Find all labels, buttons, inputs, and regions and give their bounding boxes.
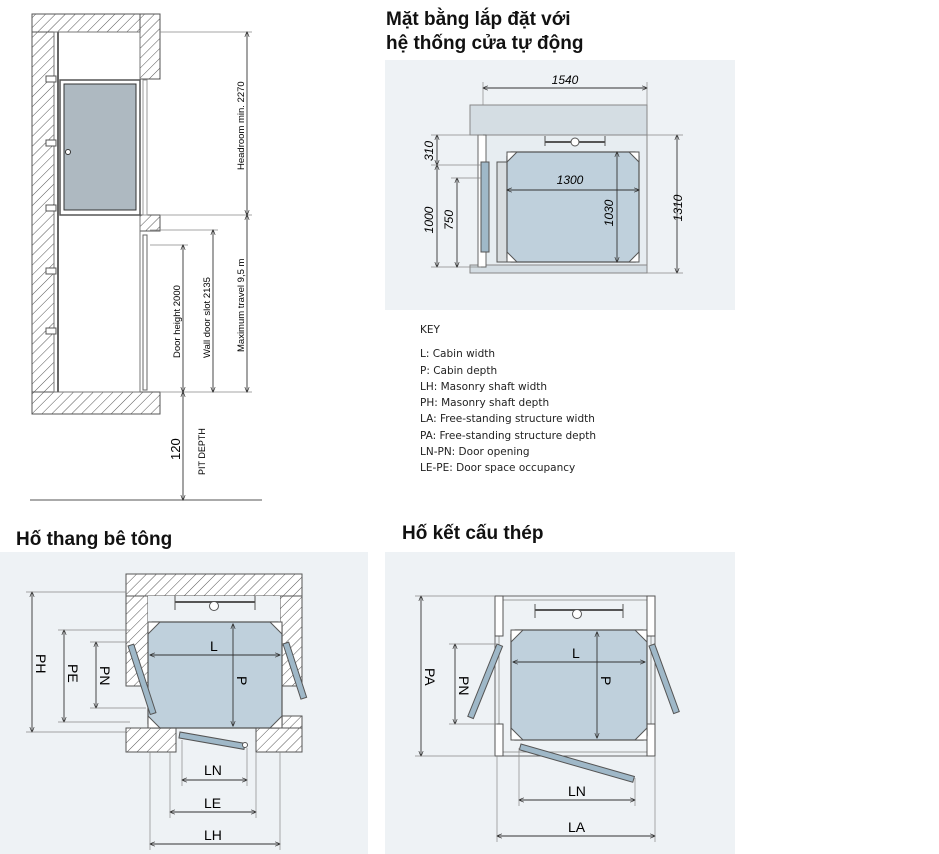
plan-cabin: [506, 151, 640, 263]
left-shaft-wall: [31, 13, 55, 415]
steel-shaft-heading: Hố kết cấu thép: [402, 523, 544, 544]
plan-cabin-depth: 1030: [602, 199, 616, 226]
key-item: LN-PN: Door opening: [420, 446, 530, 459]
door-height-label: Door height 2000: [172, 285, 183, 358]
steel-shaft-diagram: L P PA PN LN LA: [385, 552, 735, 854]
steel-right-door: [648, 643, 680, 715]
key-item: PH: Masonry shaft depth: [420, 397, 550, 410]
key-item: LE-PE: Door space occupancy: [420, 462, 576, 475]
pit-depth-label: PIT DEPTH: [197, 428, 207, 475]
plan-cabin-width: 1300: [557, 173, 584, 187]
concrete-LH-label: LH: [204, 827, 222, 843]
steel-LA-label: LA: [568, 819, 586, 835]
pit-value-label: 120: [168, 438, 183, 460]
steel-PA-label: PA: [422, 668, 438, 686]
maximum-travel-label: Maximum travel 9,5 m: [236, 258, 247, 352]
concrete-PE-label: PE: [65, 664, 81, 683]
concrete-LE-label: LE: [204, 795, 221, 811]
steel-front-door: [518, 743, 636, 783]
automatic-door-plan-heading: Mặt bằng lắp đặt với hệ thống cửa tự độn…: [386, 8, 583, 56]
key-item: L: Cabin width: [420, 348, 496, 361]
concrete-shaft-diagram: L P PH PE PN LN LE LH: [0, 552, 368, 854]
steel-LN-label: LN: [568, 783, 586, 799]
key-item: LH: Masonry shaft width: [420, 380, 547, 393]
right-upper-wall: [139, 13, 161, 80]
concrete-cabin: [147, 621, 283, 729]
plan-top-offset: 310: [422, 141, 436, 161]
key-legend: KEY L: Cabin width P: Cabin depth LH: Ma…: [420, 322, 596, 477]
pit-slab: [31, 391, 161, 415]
plan-door-opening: 1000: [422, 206, 436, 233]
headroom-label: Headroom min. 2270: [236, 81, 247, 170]
concrete-L-label: L: [210, 638, 218, 654]
concrete-left-door: [127, 643, 157, 716]
plan-view-diagram: 1540 1300 1030 1310 310 1000 750: [385, 60, 735, 310]
concrete-PH-label: PH: [33, 654, 49, 673]
section-view-diagram: Headroom min. 2270 Maximum travel 9,5 m …: [30, 13, 262, 501]
wall-door-slot-label: Wall door slot 2135: [202, 277, 213, 358]
plan-width-overall: 1540: [552, 73, 579, 87]
steel-left-door: [467, 643, 504, 720]
concrete-PN-label: PN: [97, 666, 113, 685]
concrete-P-label: P: [234, 676, 250, 685]
concrete-LN-label: LN: [204, 762, 222, 778]
heading-line-2: hệ thống cửa tự động: [386, 33, 584, 54]
steel-PN-label: PN: [456, 676, 472, 695]
steel-cabin: [510, 629, 648, 741]
steel-L-label: L: [572, 645, 580, 661]
steel-P-label: P: [598, 676, 614, 685]
landing-slab: [139, 214, 161, 232]
key-item: LA: Free-standing structure width: [420, 413, 595, 426]
heading-line-1: Mặt bằng lắp đặt với: [386, 9, 571, 30]
concrete-right-door: [282, 641, 308, 700]
concrete-shaft-heading: Hố thang bê tông: [16, 529, 173, 550]
key-item: P: Cabin depth: [420, 364, 498, 377]
cabin-glass: [63, 83, 137, 211]
plan-door-leaf: [480, 161, 490, 253]
key-title: KEY: [420, 324, 440, 336]
plan-depth-overall: 1310: [671, 194, 685, 221]
plan-door-inner: 750: [442, 210, 456, 230]
key-item: PA: Free-standing structure depth: [420, 429, 597, 442]
